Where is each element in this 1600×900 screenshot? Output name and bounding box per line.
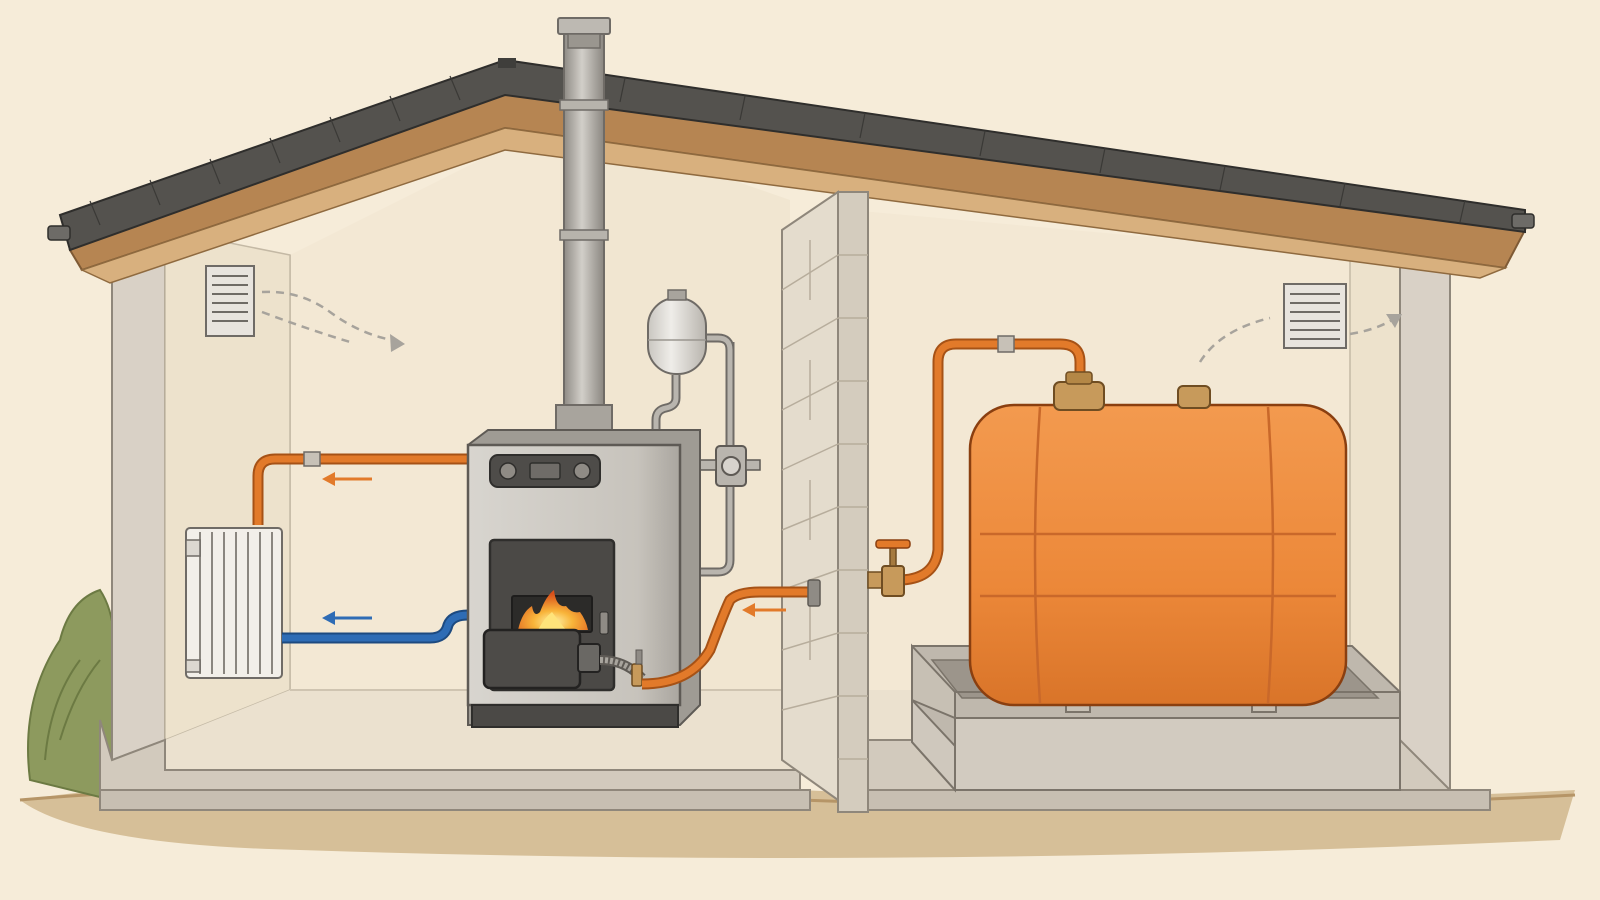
airflow-out-arrow-icon [1198,316,1393,363]
return-pipe [282,609,469,644]
vent-grille-icon [205,265,255,337]
dial-icon [573,462,591,480]
oil-flow-arrow-icon [742,603,786,617]
flow-direction-arrow-icon [322,472,372,486]
display-icon [529,462,561,480]
airflow-in-arrow-icon [261,290,393,344]
tank-feed-pipe [901,335,1086,586]
valve-icon [867,539,911,597]
roof-icon [47,58,1535,284]
right-vent [1198,283,1402,363]
oil-supply-pipe [641,579,821,690]
burner-icon [482,628,646,690]
boiler-plinth [471,704,679,728]
flame-icon [518,590,588,630]
dial-icon [499,462,517,480]
oil-tank-icon [968,371,1348,713]
block-wall-icon [781,190,869,813]
tank-filler-cap-icon [1053,371,1105,411]
radiator-icon [185,527,283,679]
right-wall-section [1399,243,1451,791]
chimney-icon [555,17,613,432]
tank-vent-cap-icon [1177,385,1211,409]
left-wall-section [111,228,166,762]
arrow-head [390,334,405,352]
pressure-relief-valve-icon [697,445,761,487]
flow-pipe [252,451,470,525]
left-vent [205,265,405,352]
vent-grille-icon [1283,283,1347,349]
return-direction-arrow-icon [322,611,372,625]
expansion-tank-icon [647,289,735,577]
